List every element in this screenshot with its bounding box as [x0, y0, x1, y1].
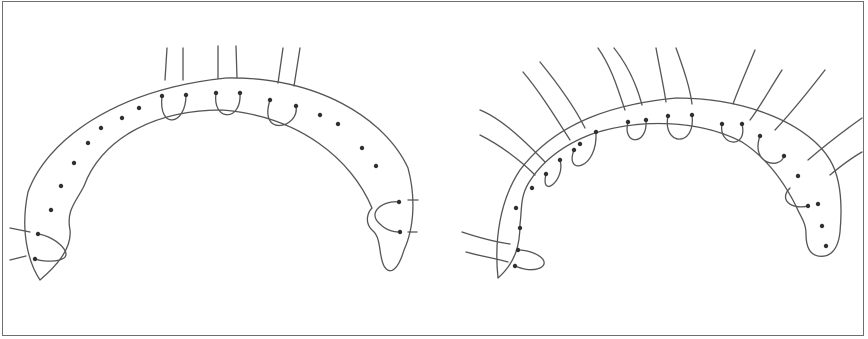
- right-dot: [690, 113, 694, 117]
- right-fiber: [480, 135, 535, 175]
- left-fiber: [278, 48, 283, 83]
- left-fiber: [10, 228, 30, 232]
- left-dot: [160, 94, 164, 98]
- right-suture-loop: [667, 115, 692, 139]
- left-panel: [10, 46, 418, 280]
- left-dot: [99, 126, 103, 130]
- left-dot: [137, 106, 141, 110]
- right-dot: [720, 122, 724, 126]
- left-dot: [120, 116, 124, 120]
- right-dot: [816, 202, 820, 206]
- right-dot: [578, 142, 582, 146]
- right-fiber: [466, 252, 508, 262]
- right-suture-loop: [722, 124, 743, 142]
- left-dot: [36, 232, 40, 236]
- left-dot: [238, 91, 242, 95]
- left-suture-loop: [162, 95, 186, 120]
- left-dot: [86, 141, 90, 145]
- right-dot: [514, 206, 518, 210]
- left-arch-band: [25, 78, 413, 280]
- left-dot: [374, 164, 378, 168]
- right-dot: [518, 226, 522, 230]
- left-dot: [268, 98, 272, 102]
- left-dot: [294, 104, 298, 108]
- right-dot: [594, 130, 598, 134]
- left-fiber: [236, 46, 237, 78]
- left-dot: [336, 122, 340, 126]
- left-suture-loop: [375, 202, 400, 232]
- right-fiber: [750, 70, 782, 120]
- right-dot: [758, 134, 762, 138]
- left-dot: [214, 91, 218, 95]
- right-dot: [626, 120, 630, 124]
- right-fiber: [656, 48, 666, 102]
- right-dot: [806, 204, 810, 208]
- right-fiber: [523, 72, 570, 140]
- left-fiber: [294, 48, 300, 86]
- right-dot: [782, 154, 786, 158]
- left-dot: [318, 113, 322, 117]
- left-dot: [397, 200, 401, 204]
- right-dot: [666, 114, 670, 118]
- left-suture-loop: [268, 100, 296, 126]
- left-dot: [59, 184, 63, 188]
- right-dot: [558, 158, 562, 162]
- right-fiber: [540, 62, 585, 128]
- left-dot: [398, 230, 402, 234]
- right-dot: [796, 174, 800, 178]
- right-dot: [513, 264, 517, 268]
- right-fiber: [676, 48, 692, 104]
- right-panel: [462, 48, 862, 278]
- right-fiber: [808, 118, 862, 160]
- right-suture-loop: [785, 188, 808, 207]
- right-dot: [644, 118, 648, 122]
- right-dot: [824, 244, 828, 248]
- right-fiber: [614, 48, 642, 105]
- right-dot: [516, 248, 520, 252]
- right-suture-loop: [758, 136, 784, 163]
- left-fiber: [10, 256, 26, 260]
- right-fiber: [462, 232, 510, 244]
- left-fiber: [165, 48, 167, 80]
- right-dots: [513, 113, 828, 268]
- right-dot: [572, 148, 576, 152]
- left-dot: [184, 93, 188, 97]
- left-dot: [360, 146, 364, 150]
- right-dot: [530, 186, 534, 190]
- right-fiber: [733, 50, 755, 104]
- left-dot: [72, 161, 76, 165]
- right-dot: [820, 224, 824, 228]
- right-dot: [544, 172, 548, 176]
- right-suture-loop: [515, 250, 544, 270]
- right-dot: [740, 122, 744, 126]
- left-dot: [49, 208, 53, 212]
- left-dot: [33, 257, 37, 261]
- right-fiber: [480, 110, 545, 162]
